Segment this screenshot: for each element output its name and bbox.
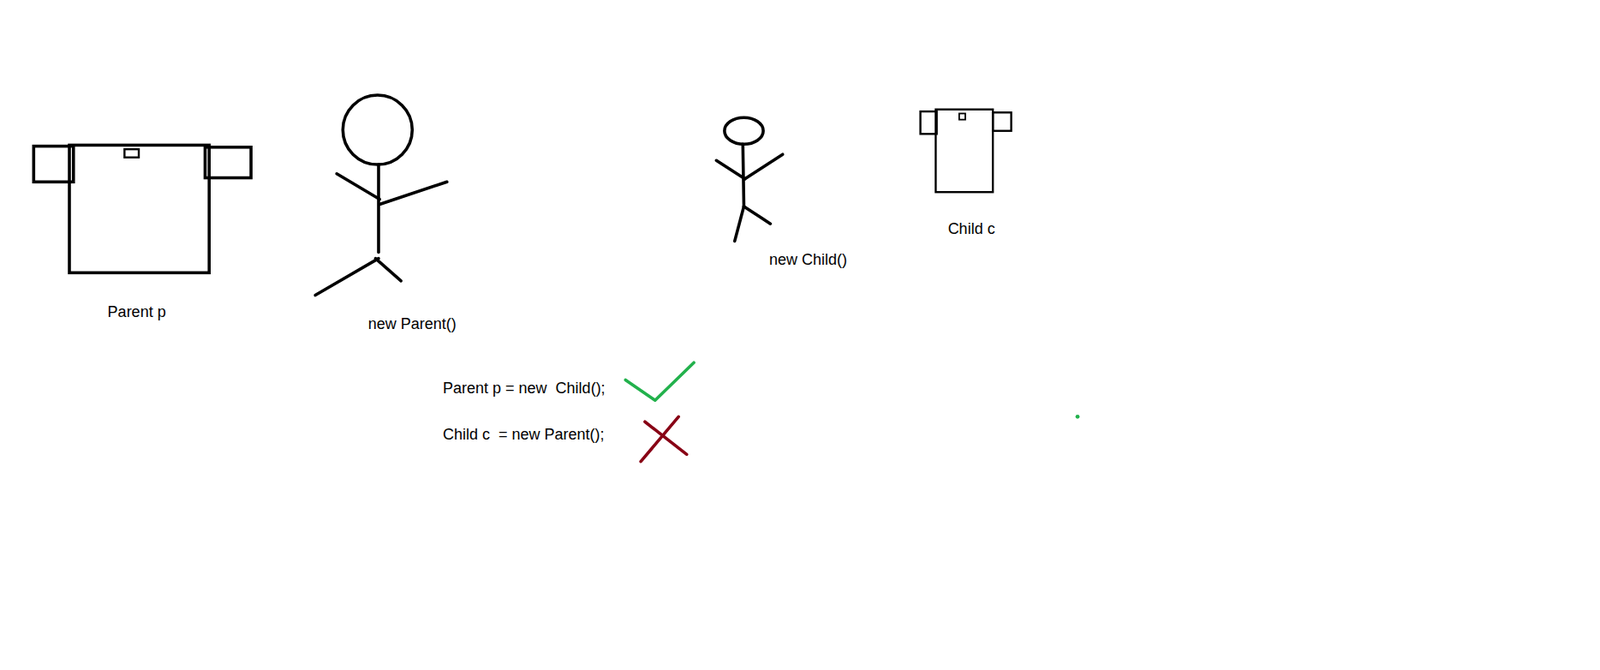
code-line: Parent p = new Child(); bbox=[442, 379, 606, 399]
shirt-label: Parent p bbox=[107, 303, 167, 323]
figure-label: new Child() bbox=[769, 250, 848, 270]
code-line: Child c = new Parent(); bbox=[442, 425, 605, 445]
shirt-label: Child c bbox=[948, 220, 996, 239]
figure-label: new Parent() bbox=[368, 315, 457, 335]
parent-shirt bbox=[33, 144, 251, 273]
green-dot bbox=[1075, 414, 1081, 419]
child-shirt bbox=[920, 109, 1012, 192]
check-mark bbox=[625, 362, 694, 400]
child-stick-figure bbox=[716, 117, 783, 241]
parent-stick-figure bbox=[315, 95, 448, 296]
cross-mark bbox=[640, 416, 687, 461]
